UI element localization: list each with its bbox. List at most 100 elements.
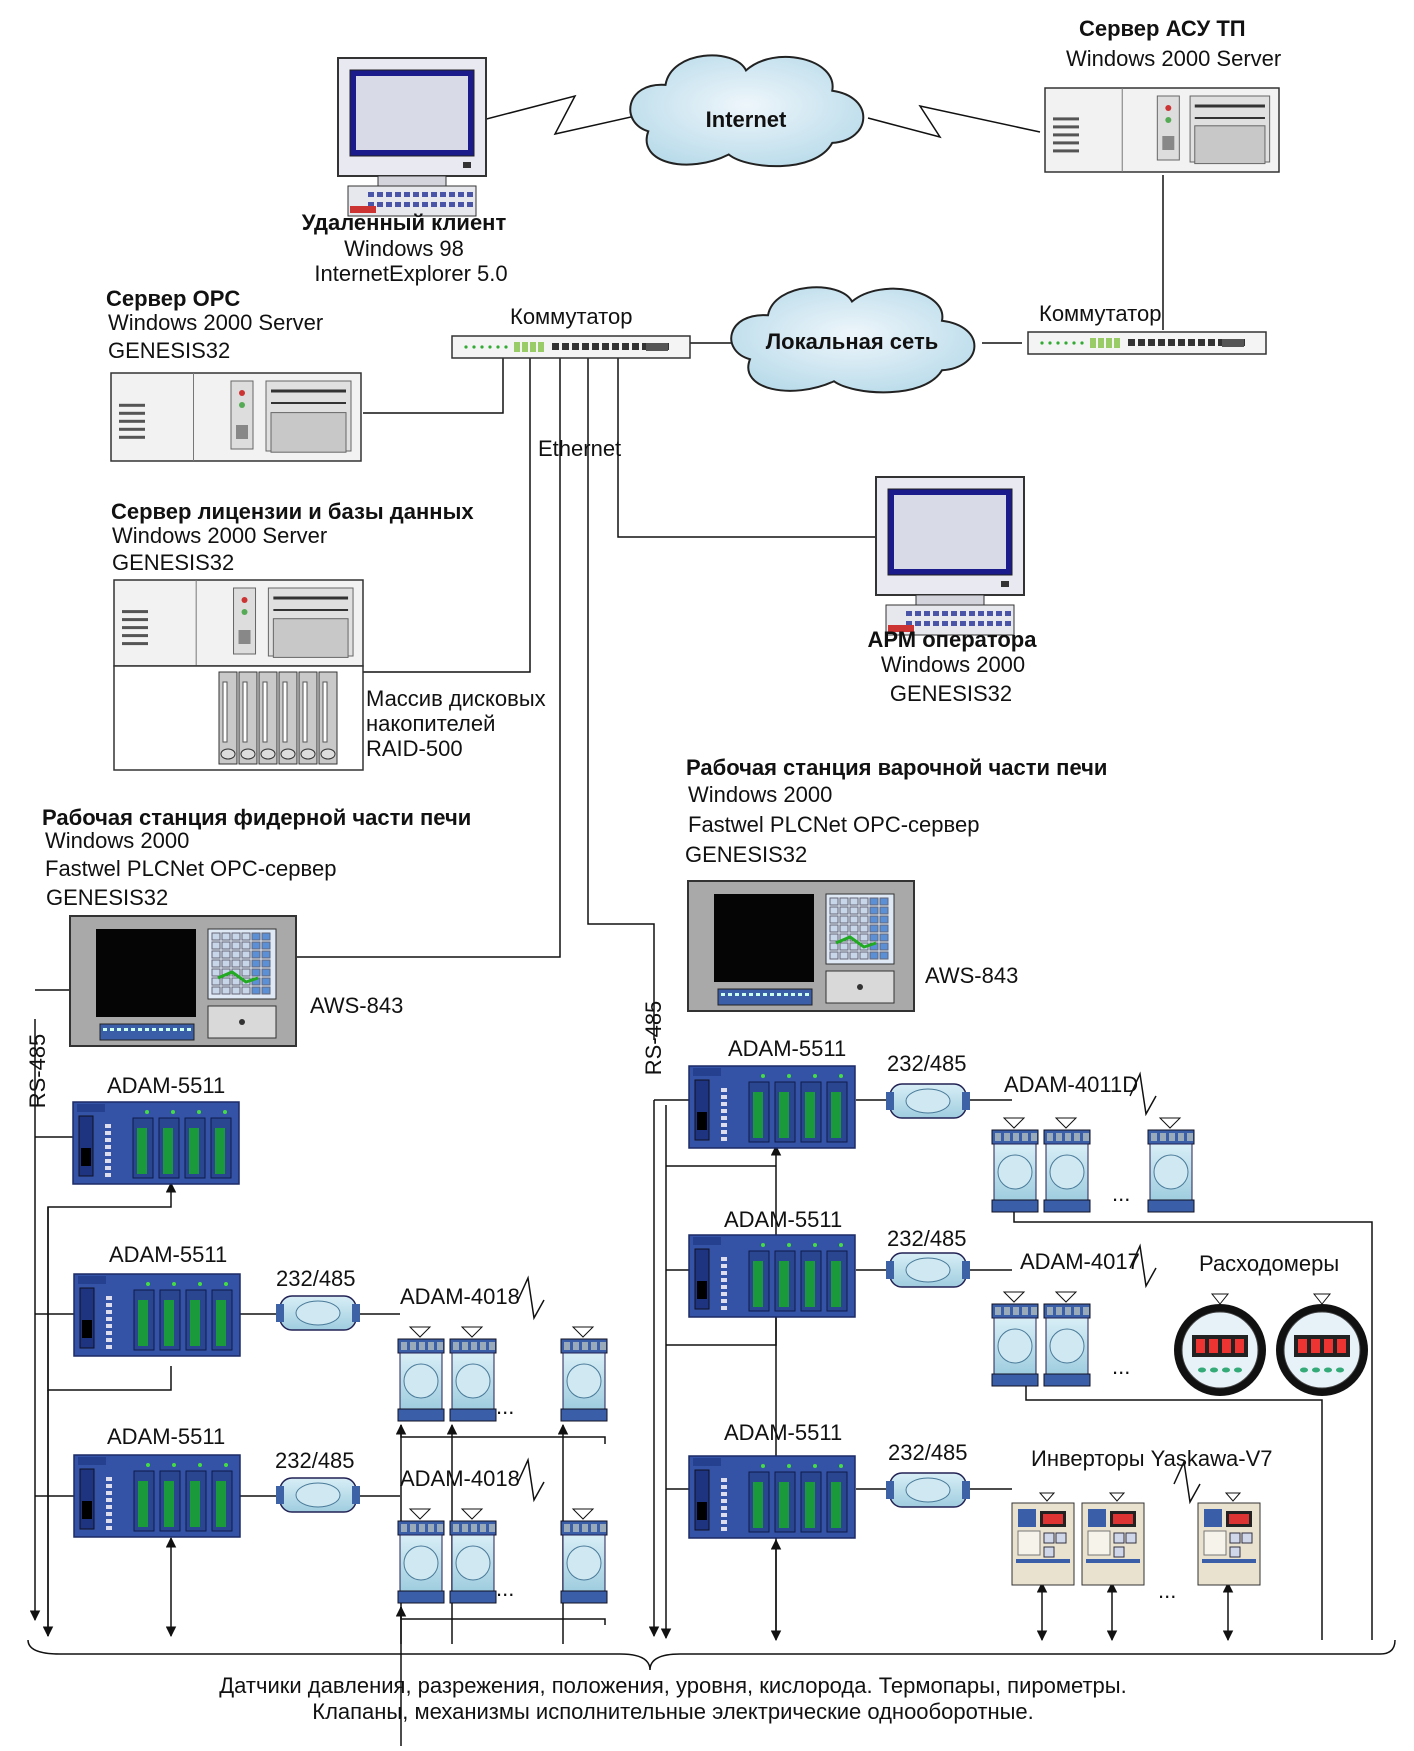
remote-client-browser: InternetExplorer 5.0 xyxy=(314,261,508,286)
module-l3-0 xyxy=(397,1508,445,1604)
converter-r1 xyxy=(886,1083,970,1119)
inverter-1 xyxy=(1081,1492,1145,1586)
converter-l3 xyxy=(276,1477,360,1513)
flowmeters-label: Расходомеры xyxy=(1199,1251,1340,1276)
controller-l1 xyxy=(72,1101,240,1185)
converter-l2 xyxy=(276,1295,360,1331)
remote-client-os: Windows 98 xyxy=(344,236,464,261)
converter-r3 xyxy=(886,1472,970,1508)
switch-left-label: Коммутатор xyxy=(510,304,633,329)
license-server-os: Windows 2000 Server xyxy=(112,523,328,548)
module-r1-2 xyxy=(1147,1117,1195,1213)
flowmeter-2 xyxy=(1276,1293,1368,1396)
feeder-ws-title: Рабочая станция фидерной части печи xyxy=(42,805,472,830)
raid-line2: накопителей xyxy=(366,711,496,736)
ellipsis-l2: ... xyxy=(496,1394,515,1419)
controller-r3 xyxy=(688,1455,856,1539)
operator-ws-computer xyxy=(875,476,1025,636)
opc-server-software: GENESIS32 xyxy=(108,338,231,363)
operator-ws-title: АРМ оператора xyxy=(867,627,1037,652)
ethernet-label: Ethernet xyxy=(538,436,622,461)
ellipsis-l3: ... xyxy=(496,1576,515,1601)
module-label-r3: Инверторы Yaskawa-V7 xyxy=(1031,1446,1273,1471)
controller-r1 xyxy=(688,1065,856,1149)
module-l3-1 xyxy=(449,1508,497,1604)
operator-ws-software: GENESIS32 xyxy=(889,681,1013,706)
lan-cloud-label: Локальная сеть xyxy=(765,329,939,354)
internet-cloud-label: Internet xyxy=(705,107,787,132)
module-r1-1 xyxy=(1043,1117,1091,1213)
controller-label-l1: ADAM-5511 xyxy=(107,1073,226,1098)
zigzag-r3 xyxy=(1173,1459,1201,1505)
converter-label-r3: 232/485 xyxy=(888,1440,968,1465)
module-label-l2: ADAM-4018 xyxy=(400,1284,520,1309)
converter-label-l2: 232/485 xyxy=(276,1266,356,1291)
rs485-label-left: RS-485 xyxy=(25,1033,50,1109)
zigzag-l2 xyxy=(517,1275,545,1321)
scada-server-title: Сервер АСУ ТП xyxy=(1079,16,1246,41)
footer-line2: Клапаны, механизмы исполнительные электр… xyxy=(312,1699,1034,1724)
furnace-ws-panel xyxy=(687,880,915,1012)
converter-label-r2: 232/485 xyxy=(887,1226,967,1251)
lan-cloud xyxy=(730,286,976,394)
module-l2-2 xyxy=(560,1326,608,1422)
converter-label-l3: 232/485 xyxy=(275,1448,355,1473)
controller-label-r2: ADAM-5511 xyxy=(724,1207,843,1232)
furnace-ws-model: AWS-843 xyxy=(925,963,1019,988)
controller-l2 xyxy=(73,1273,241,1357)
sensors-bracket xyxy=(27,1639,1396,1671)
feeder-ws-panel xyxy=(69,915,297,1047)
module-label-r2: ADAM-4017 xyxy=(1020,1249,1140,1274)
feeder-ws-os: Windows 2000 xyxy=(45,828,190,853)
ellipsis-r2: ... xyxy=(1112,1354,1131,1379)
rs485-label-right: RS-485 xyxy=(641,1000,666,1076)
flowmeter-1 xyxy=(1174,1293,1266,1396)
controller-label-l3: ADAM-5511 xyxy=(107,1424,226,1449)
feeder-ws-opc: Fastwel PLCNet OPC-сервер xyxy=(45,856,337,881)
inverter-0 xyxy=(1011,1492,1075,1586)
raid-array xyxy=(218,671,338,765)
license-server-software: GENESIS32 xyxy=(112,550,235,575)
opc-server-os: Windows 2000 Server xyxy=(108,310,324,335)
raid-line1: Массив дисковых xyxy=(366,686,546,711)
zigzag-l3 xyxy=(517,1457,545,1503)
controller-label-r1: ADAM-5511 xyxy=(728,1036,847,1061)
module-r2-0 xyxy=(991,1291,1039,1387)
module-label-l3: ADAM-4018 xyxy=(400,1466,520,1491)
zigzag-r2 xyxy=(1129,1243,1157,1289)
opc-server-title: Сервер OPC xyxy=(106,286,241,311)
scada-server xyxy=(1044,87,1280,173)
controller-label-r3: ADAM-5511 xyxy=(724,1420,843,1445)
license-server-title: Сервер лицензии и базы данных xyxy=(111,499,474,524)
scada-server-os: Windows 2000 Server xyxy=(1066,46,1282,71)
opc-server xyxy=(110,372,362,462)
controller-label-l2: ADAM-5511 xyxy=(109,1242,228,1267)
operator-ws-os: Windows 2000 xyxy=(880,652,1026,677)
module-label-r1: ADAM-4011D xyxy=(1004,1072,1139,1097)
controller-r2 xyxy=(688,1234,856,1318)
footer-line1: Датчики давления, разрежения, положения,… xyxy=(219,1673,1127,1698)
license-server xyxy=(113,579,364,667)
switch-left xyxy=(451,335,691,359)
ellipsis-r3: ... xyxy=(1158,1578,1177,1603)
remote-client-computer xyxy=(337,57,487,217)
module-r1-0 xyxy=(991,1117,1039,1213)
switch-right xyxy=(1027,331,1267,355)
furnace-ws-title: Рабочая станция варочной части печи xyxy=(686,755,1108,780)
module-l2-1 xyxy=(449,1326,497,1422)
furnace-ws-software: GENESIS32 xyxy=(685,842,808,867)
inverter-2 xyxy=(1197,1492,1261,1586)
controller-l3 xyxy=(73,1454,241,1538)
switch-right-label: Коммутатор xyxy=(1039,301,1162,326)
internet-cloud xyxy=(629,54,865,168)
module-l2-0 xyxy=(397,1326,445,1422)
zigzag-r1 xyxy=(1129,1071,1157,1117)
ellipsis-r1: ... xyxy=(1112,1181,1131,1206)
feeder-ws-model: AWS-843 xyxy=(310,993,404,1018)
converter-label-r1: 232/485 xyxy=(887,1051,967,1076)
raid-line3: RAID-500 xyxy=(366,736,463,761)
furnace-ws-os: Windows 2000 xyxy=(688,782,833,807)
module-l3-2 xyxy=(560,1508,608,1604)
